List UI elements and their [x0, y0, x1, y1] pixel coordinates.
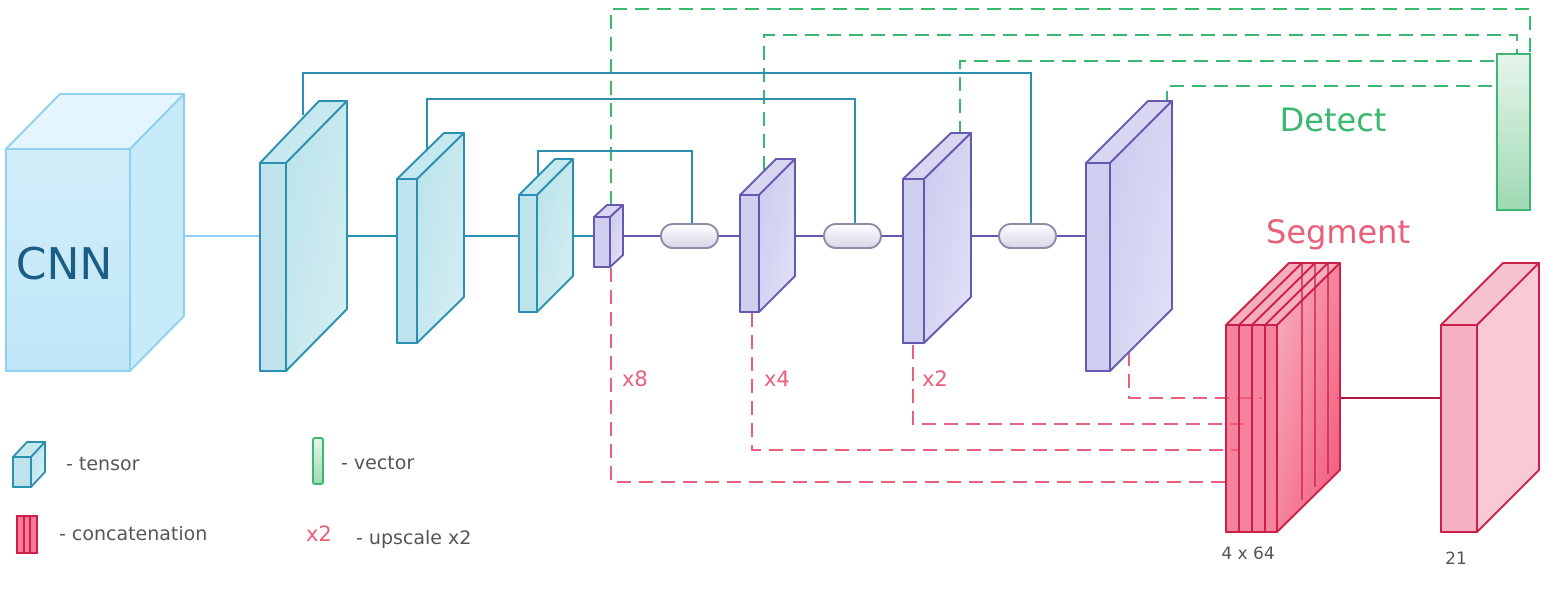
legend-tensor-text: - tensor [66, 453, 140, 475]
cnn-label: CNN [16, 239, 113, 290]
encoder-tensor-2 [396, 132, 465, 344]
bottleneck-tensor [593, 204, 624, 268]
concatenation-stack [1225, 262, 1341, 533]
output-dim-label: 21 [1445, 549, 1467, 569]
detect-connections [610, 8, 1531, 205]
merge-pill-2 [823, 223, 882, 249]
segment-connections [610, 268, 1262, 483]
legend-tensor-icon [12, 441, 46, 488]
detect-label: Detect [1280, 101, 1387, 139]
merge-pill-1 [660, 223, 719, 249]
segment-label: Segment [1266, 213, 1410, 251]
output-tensor [1440, 262, 1540, 533]
decoder-tensor-3 [1085, 100, 1173, 372]
concat-dim-label: 4 x 64 [1221, 544, 1274, 564]
upscale-x2-label: x2 [922, 367, 948, 391]
upscale-x4-label: x4 [764, 367, 790, 391]
legend-concatenation-text: - concatenation [59, 523, 207, 545]
detect-vector [1496, 53, 1531, 211]
legend-concatenation-icon [16, 515, 38, 554]
encoder-tensor-1 [259, 100, 348, 372]
legend-vector-icon [312, 437, 324, 485]
encoder-tensor-3 [518, 158, 574, 313]
skip-connections [302, 72, 1032, 224]
legend-vector-text: - vector [341, 452, 414, 474]
upscale-x8-label: x8 [622, 367, 648, 391]
cnn-block [5, 93, 185, 372]
legend: - tensor - vector - concatenation x2 - u… [12, 437, 471, 554]
legend-upscale-symbol: x2 [306, 522, 332, 546]
decoder-tensor-2 [902, 132, 972, 344]
legend-upscale-text: - upscale x2 [356, 527, 471, 549]
decoder-tensor-1 [739, 158, 796, 313]
merge-pill-3 [998, 223, 1057, 249]
